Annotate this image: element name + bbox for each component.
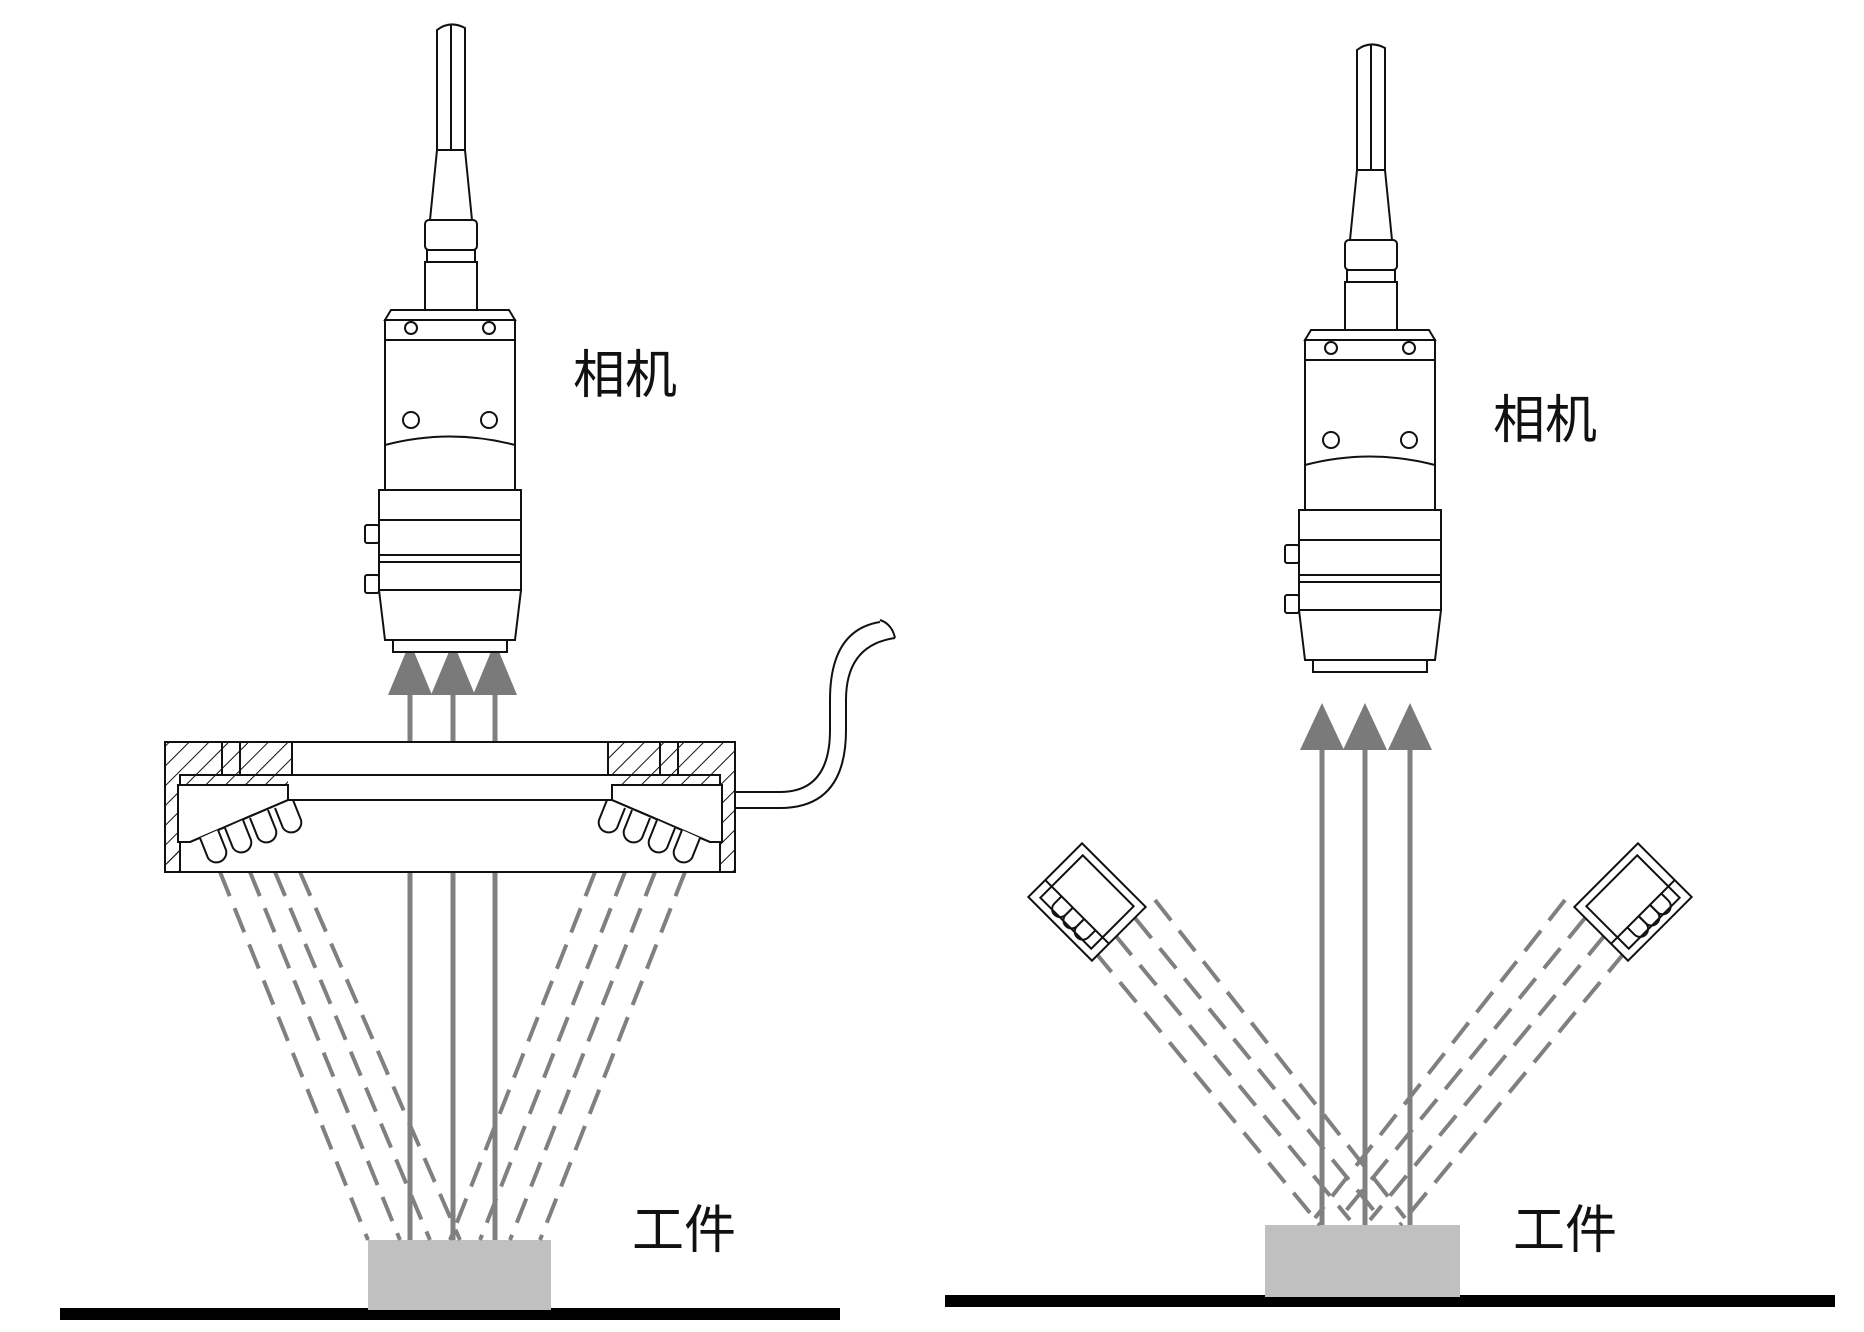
right-workpiece-label: 工件 xyxy=(1513,1201,1618,1261)
left-workpiece xyxy=(368,1240,551,1310)
right-bar-light-right xyxy=(1573,842,1693,962)
left-incident-rays xyxy=(218,871,687,1241)
right-scene xyxy=(945,43,1835,1307)
left-floor xyxy=(60,1308,840,1320)
right-floor xyxy=(945,1295,1835,1307)
right-reflected-rays xyxy=(1300,703,1432,1225)
right-incident-rays xyxy=(1093,898,1627,1227)
right-bar-light-left xyxy=(1027,842,1147,962)
right-camera-label: 相机 xyxy=(1493,391,1598,451)
left-camera xyxy=(364,23,522,653)
left-camera-label: 相机 xyxy=(573,346,678,406)
right-camera xyxy=(1284,43,1442,673)
left-reflected-rays xyxy=(388,642,517,1240)
right-workpiece xyxy=(1265,1225,1460,1297)
left-scene xyxy=(60,23,896,1320)
left-workpiece-label: 工件 xyxy=(632,1201,737,1261)
left-ring-light xyxy=(164,619,896,873)
